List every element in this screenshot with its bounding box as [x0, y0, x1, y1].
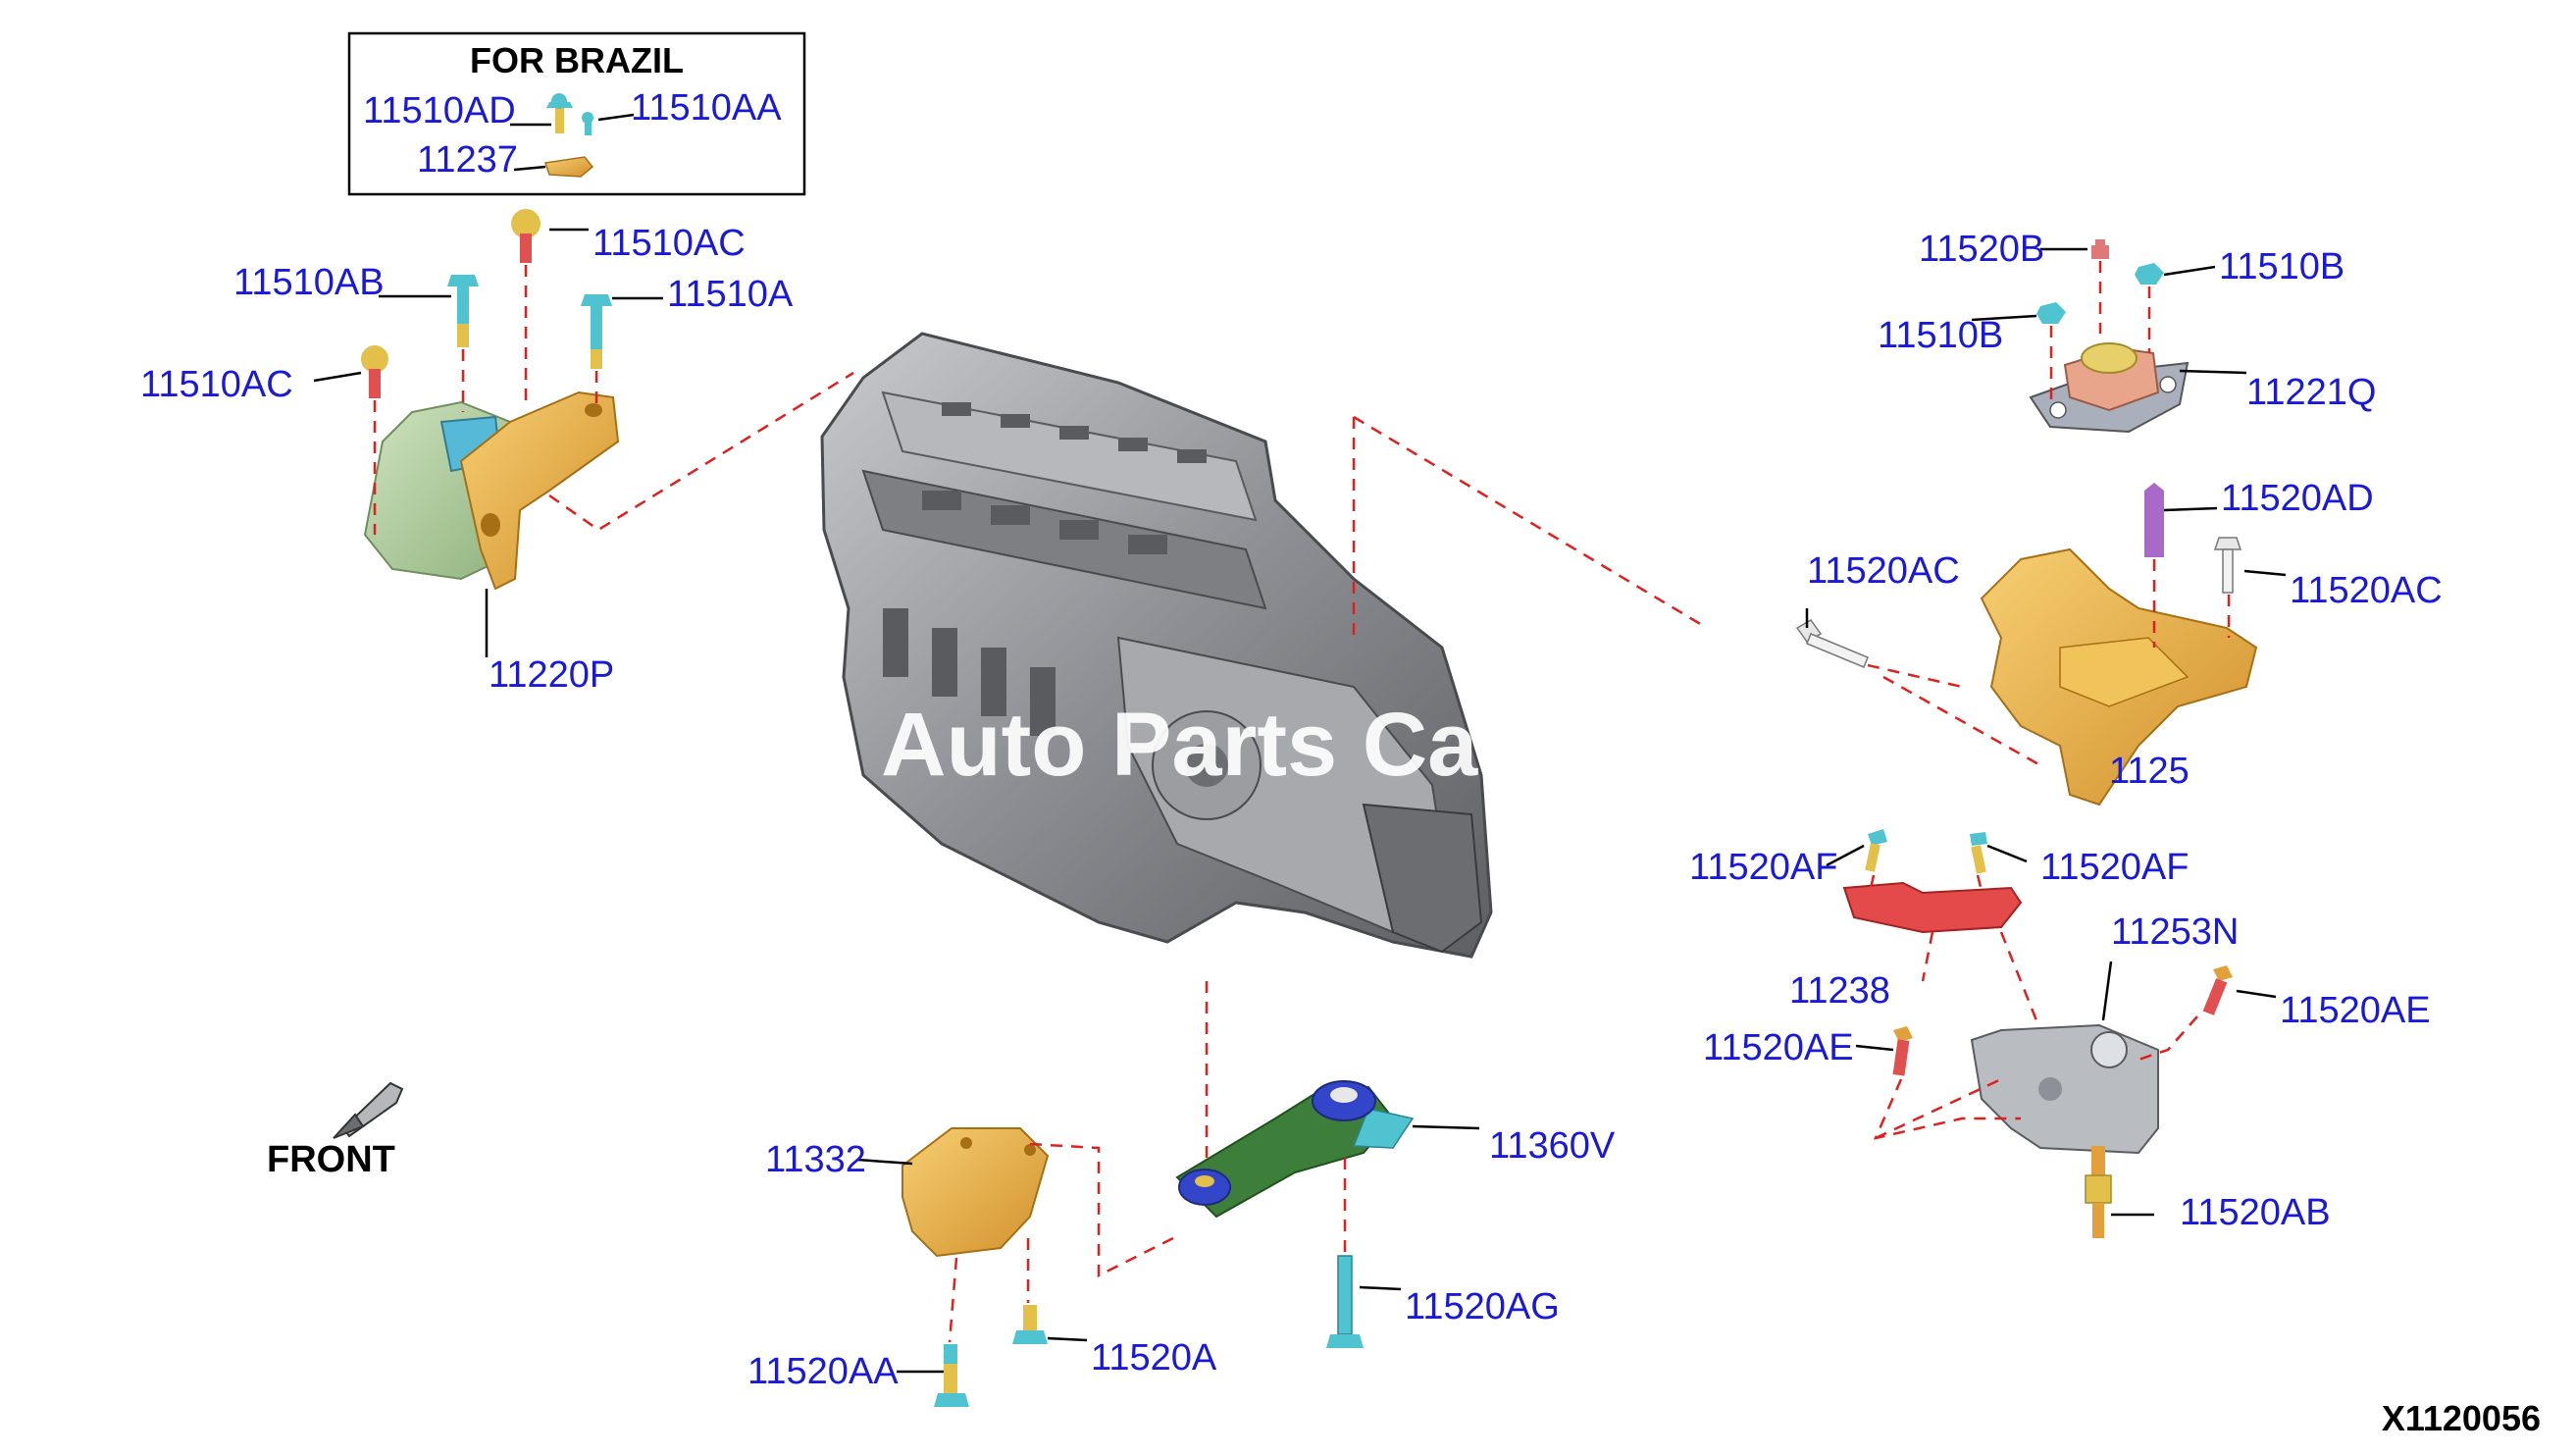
part-label-11520AB[interactable]: 11520AB	[2180, 1192, 2331, 1233]
part-label-11510B-left[interactable]: 11510B	[1878, 315, 2003, 356]
part-label-11520AC-left[interactable]: 11520AC	[1807, 550, 1960, 592]
front-arrow-icon	[333, 1081, 404, 1139]
part-label-11360V[interactable]: 11360V	[1489, 1125, 1616, 1167]
part-label-11510AC-top[interactable]: 11510AC	[592, 223, 746, 264]
part-label-11520AC-right[interactable]: 11520AC	[2290, 570, 2443, 611]
bolt-icon	[1970, 832, 1987, 874]
part-label-11510AA[interactable]: 11510AA	[631, 87, 782, 129]
watermark: Auto Parts Ca	[881, 695, 1478, 795]
part-label-11221Q[interactable]: 11221Q	[2246, 372, 2376, 413]
bolt-icon	[1865, 829, 1887, 872]
part-label-11220P[interactable]: 11220P	[489, 654, 614, 696]
engine-block	[820, 332, 1493, 959]
part-label-11520AA[interactable]: 11520AA	[747, 1351, 899, 1392]
diagram-code: X1120056	[2382, 1398, 2541, 1438]
bolt-icon	[1892, 1026, 1913, 1076]
part-label-11520AF-left[interactable]: 11520AF	[1689, 847, 1837, 888]
bolt-icon	[511, 209, 541, 263]
bolt-icon	[447, 275, 479, 347]
inset-title: FOR BRAZIL	[470, 40, 684, 80]
part-label-11520AE-left[interactable]: 11520AE	[1703, 1027, 1854, 1068]
front-label: FRONT	[267, 1139, 395, 1180]
stud-icon	[2085, 1146, 2112, 1238]
part-label-11520AF-right[interactable]: 11520AF	[2040, 847, 2189, 888]
bolt-icon	[1326, 1255, 1364, 1348]
nut-icon	[2135, 263, 2164, 285]
part-labels: 11510AD 11510AA 11237 11510AC 11510AB 11…	[140, 87, 2443, 1392]
bolt-icon	[2202, 965, 2233, 1015]
stud-icon	[2144, 483, 2164, 557]
part-label-11253N[interactable]: 11253N	[2111, 911, 2239, 953]
part-label-11510AB[interactable]: 11510AB	[233, 262, 385, 303]
part-label-11254-partial[interactable]: 1125	[2109, 751, 2190, 792]
bracket-icon	[544, 156, 594, 178]
part-label-11510A[interactable]: 11510A	[667, 274, 794, 315]
part-label-11510AC-left[interactable]: 11510AC	[140, 364, 293, 405]
part-label-11520A[interactable]: 11520A	[1091, 1337, 1217, 1378]
part-label-11520B[interactable]: 11520B	[1919, 229, 2044, 270]
bolt-icon	[361, 345, 388, 398]
part-label-11510B-right[interactable]: 11510B	[2219, 246, 2344, 287]
part-label-11520AE-right[interactable]: 11520AE	[2280, 990, 2431, 1031]
rear-mount-bracket	[1970, 1023, 2159, 1155]
part-label-11510AD[interactable]: 11510AD	[363, 90, 516, 131]
front-bracket	[902, 1127, 1050, 1258]
bolt-icon	[1012, 1305, 1048, 1344]
bolt-icon	[1795, 619, 1869, 668]
part-label-11332[interactable]: 11332	[765, 1139, 866, 1180]
part-label-11520AG[interactable]: 11520AG	[1405, 1286, 1560, 1327]
bolt-icon	[581, 294, 612, 369]
torque-rod	[1175, 1080, 1415, 1219]
bolt-icon	[582, 112, 593, 135]
bolt-icon	[546, 93, 573, 133]
nut-icon	[2036, 302, 2066, 324]
part-label-11238[interactable]: 11238	[1789, 970, 1890, 1012]
brazil-inset: FOR BRAZIL	[347, 31, 806, 196]
transmission-bracket	[1980, 547, 2258, 806]
bracket-plate	[1842, 881, 2023, 934]
bolt-icon	[934, 1344, 969, 1407]
bolt-icon	[2213, 537, 2242, 594]
part-label-11520AD[interactable]: 11520AD	[2221, 478, 2374, 519]
part-label-11237[interactable]: 11237	[417, 139, 518, 181]
mount-insulator-right	[2029, 342, 2190, 434]
nut-icon	[2091, 239, 2109, 259]
engine-mount-left	[363, 390, 620, 591]
